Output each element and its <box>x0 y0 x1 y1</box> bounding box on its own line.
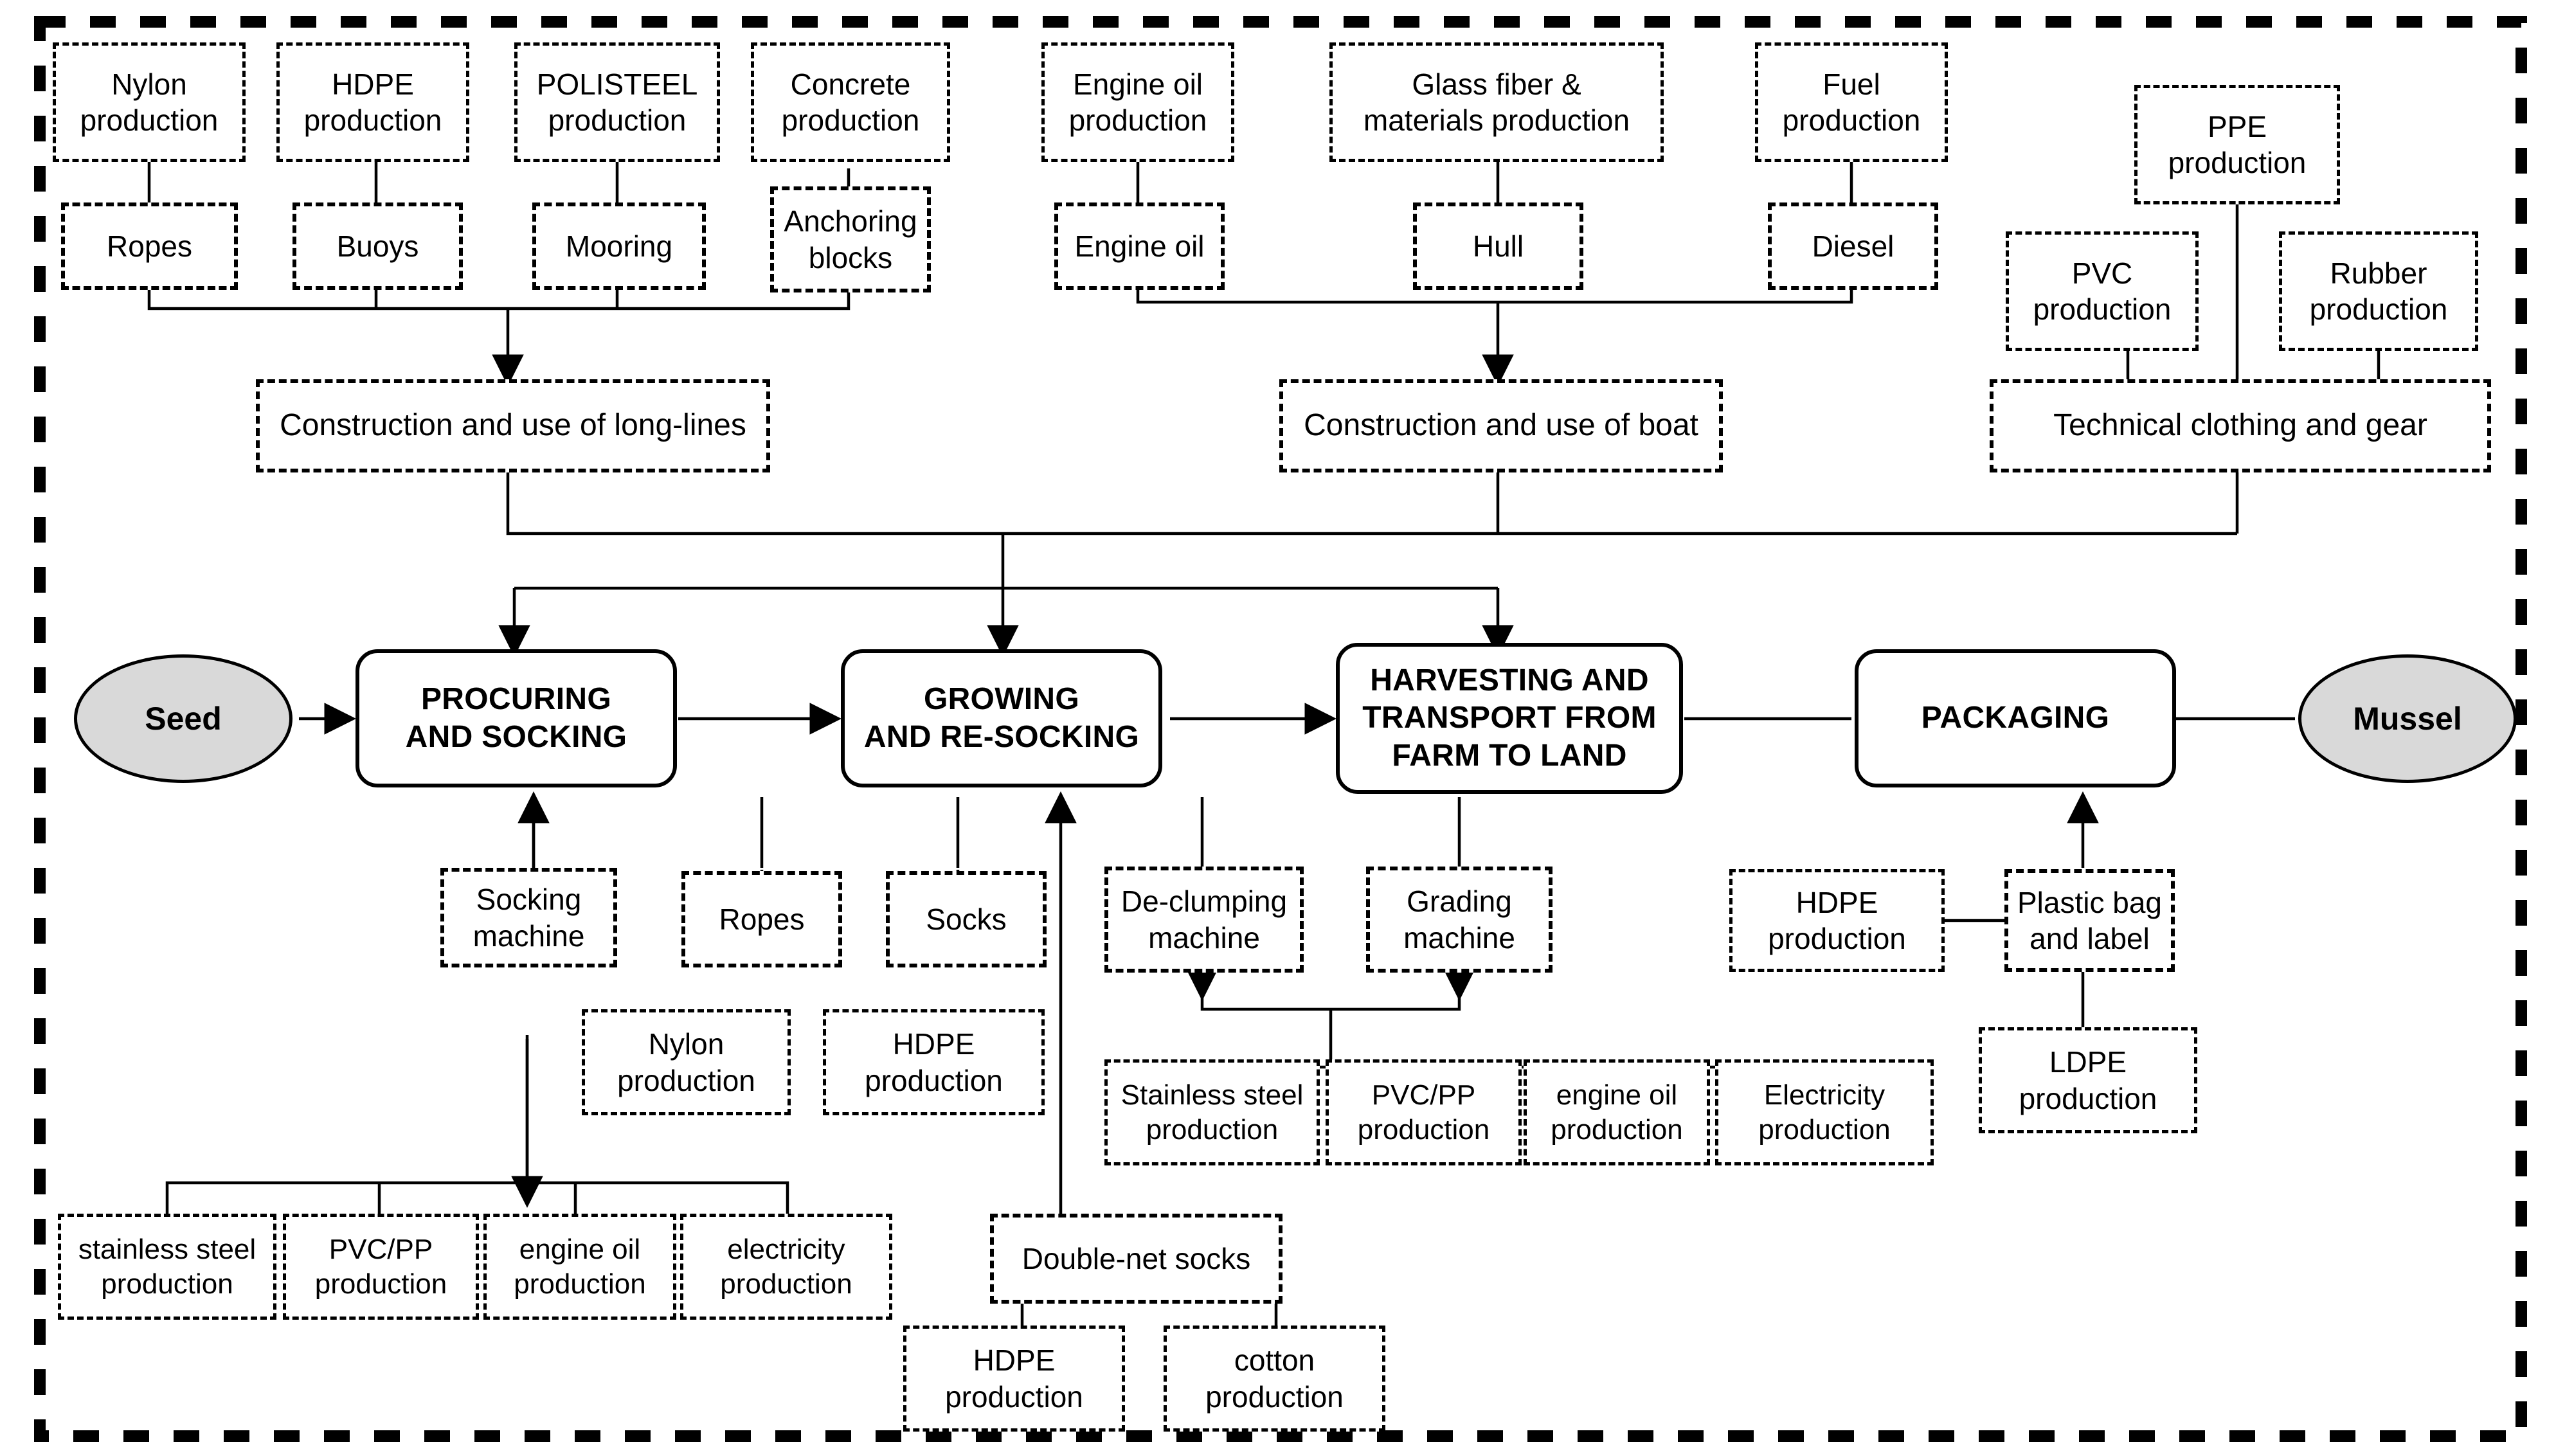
box-label: Diesel <box>1812 229 1895 263</box>
box-label: Mooring <box>565 229 673 263</box>
box-label: Engine oil <box>1074 229 1205 263</box>
box-label: Ropes <box>719 902 805 936</box>
production-box-glass-fiber[interactable]: Glass fiber &materials production <box>1329 42 1664 162</box>
material-box-buoys[interactable]: Buoys <box>292 202 463 290</box>
material-box-growing-ropes[interactable]: Ropes <box>681 871 842 967</box>
assembly-box-boat[interactable]: Construction and use of boat <box>1279 379 1723 472</box>
box-label: Hull <box>1472 229 1524 263</box>
box-label: Technical clothing and gear <box>2053 408 2427 443</box>
material-box-diesel[interactable]: Diesel <box>1768 202 1938 290</box>
assembly-box-technical-clothing[interactable]: Technical clothing and gear <box>1990 379 2491 472</box>
process-box-packaging[interactable]: PACKAGING <box>1855 649 2176 787</box>
material-box-double-net-socks[interactable]: Double-net socks <box>990 1214 1282 1304</box>
material-box-hull[interactable]: Hull <box>1413 202 1583 290</box>
terminator-label: Seed <box>145 700 222 737</box>
terminator-seed[interactable]: Seed <box>74 654 292 783</box>
box-label: Double-net socks <box>1022 1241 1251 1275</box>
material-box-ropes[interactable]: Ropes <box>61 202 238 290</box>
assembly-box-long-lines[interactable]: Construction and use of long-lines <box>256 379 770 472</box>
box-label: Buoys <box>336 229 419 263</box>
box-label: Construction and use of long-lines <box>280 408 746 443</box>
material-box-growing-socks[interactable]: Socks <box>886 871 1047 967</box>
box-label: Construction and use of boat <box>1304 408 1698 443</box>
box-label: Glass fiber &materials production <box>1363 67 1630 137</box>
process-label: PACKAGING <box>1921 701 2110 735</box>
box-label: Ropes <box>107 229 192 263</box>
material-box-mooring[interactable]: Mooring <box>532 202 706 290</box>
box-label: Socks <box>926 902 1007 936</box>
terminator-mussel[interactable]: Mussel <box>2298 654 2517 783</box>
terminator-label: Mussel <box>2353 700 2462 737</box>
material-box-engine-oil[interactable]: Engine oil <box>1054 202 1225 290</box>
